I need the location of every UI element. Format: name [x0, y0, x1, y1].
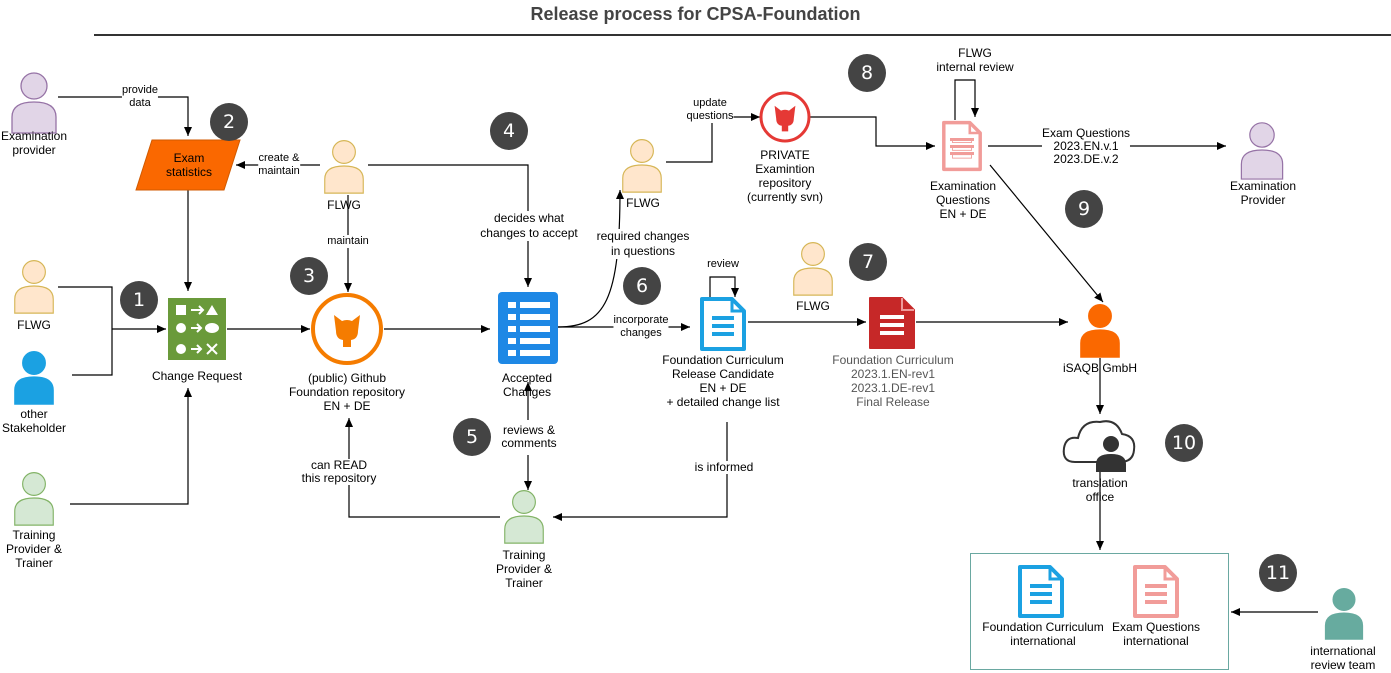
step-badge-11: 11: [1259, 554, 1297, 592]
release-candidate-doc-icon: [700, 297, 746, 351]
edge-label-provide-data: provide data: [121, 84, 159, 110]
training-left-label: Training Provider & Trainer: [5, 528, 63, 570]
edge-training-change-request: [70, 388, 192, 505]
questions-international-label: Exam Questions international: [1111, 620, 1201, 648]
change-request-label: Change Request: [151, 369, 243, 383]
training-left-icon: [14, 471, 54, 526]
edge-label-required-changes: required changes in questions: [596, 229, 690, 259]
edge-update-questions: [666, 113, 760, 163]
final-release-label: Foundation Curriculum 2023.1.EN-rev1 202…: [832, 353, 954, 409]
edge-label-is-informed: is informed: [694, 460, 754, 474]
examination-provider-left-label: Examination provider: [0, 129, 68, 157]
edge-label-maintain: maintain: [327, 235, 369, 248]
flwg-release-icon: [793, 241, 833, 296]
flwg-left-label: FLWG: [17, 318, 51, 332]
curriculum-international-doc-icon: [1018, 565, 1064, 618]
other-stakeholder-label: other Stakeholder: [1, 407, 67, 435]
edge-review-loop: [709, 276, 739, 298]
step-badge-4: 4: [490, 112, 528, 150]
private-repo-icon: [759, 91, 811, 143]
private-repo-label: PRIVATE Examintion repository (currently…: [746, 148, 824, 204]
examination-provider-right-label: Examination Provider: [1229, 179, 1297, 207]
step-badge-7: 7: [849, 243, 887, 281]
edge-can-read: [345, 418, 500, 518]
edge-label-reviews-comments: reviews & comments: [501, 423, 557, 450]
international-review-icon: [1324, 587, 1364, 640]
isaqb-label: iSAQB GmbH: [1062, 361, 1138, 375]
edge-required-changes: [557, 189, 624, 328]
edge-label-can-read: can READ this repository: [301, 458, 377, 485]
step-badge-3: 3: [290, 257, 328, 295]
edge-provide-data: [58, 96, 192, 136]
curriculum-international-label: Foundation Curriculum international: [982, 620, 1104, 648]
exam-statistics-label: Exam statistics: [165, 151, 213, 179]
step-badge-6: 6: [623, 267, 661, 305]
step-badge-10: 10: [1165, 424, 1203, 462]
page-title: Release process for CPSA-Foundation: [530, 4, 861, 24]
other-stakeholder-icon: [14, 350, 54, 405]
accepted-changes-icon: [498, 292, 558, 364]
flwg-update-icon: [622, 138, 662, 193]
final-release-doc-icon: [869, 297, 915, 349]
flwg-center-icon: [324, 139, 364, 194]
isaqb-icon: [1080, 303, 1120, 358]
step-badge-1: 1: [120, 281, 158, 319]
training-center-label: Training Provider & Trainer: [495, 548, 553, 590]
edge-label-decides: decides what changes to accept: [480, 211, 578, 241]
edge-flwg-stakeholder-bracket: [58, 286, 113, 376]
edge-label-internal-review: FLWG internal review: [936, 46, 1014, 74]
edge-private-exam-questions: [810, 116, 935, 150]
edge-label-exam-versions: Exam Questions 2023.EN.v.1 2023.DE.v.2: [1041, 126, 1131, 166]
edge-decides: [368, 164, 532, 287]
step-badge-2: 2: [210, 103, 248, 141]
training-center-icon: [504, 489, 544, 544]
step-badge-9: 9: [1065, 190, 1103, 228]
translation-office-label: translation office: [1072, 476, 1128, 504]
international-group-box: [970, 553, 1229, 670]
cloud-user-icon: [1062, 420, 1136, 472]
examination-questions-lines: [950, 138, 974, 155]
step-badge-8: 8: [848, 54, 886, 92]
flwg-left-icon: [14, 259, 54, 314]
edge-label-incorporate: incorporate changes: [613, 314, 669, 340]
edge-exam-questions-isaqb: [989, 164, 1104, 303]
flwg-update-label: FLWG: [626, 196, 660, 210]
examination-provider-left-icon: [11, 72, 57, 134]
examination-provider-right-icon: [1240, 122, 1284, 180]
flwg-release-label: FLWG: [796, 299, 830, 313]
edge-label-create-maintain: create & maintain: [258, 152, 300, 178]
github-repo-label: (public) Github Foundation repository EN…: [288, 371, 406, 413]
edge-label-update-questions: update questions: [686, 97, 734, 123]
step-badge-5: 5: [453, 418, 491, 456]
edge-label-review: review: [707, 258, 739, 271]
github-icon: [311, 293, 383, 365]
change-request-icon: [168, 298, 226, 360]
edge-internal-review: [954, 79, 979, 120]
exam-statistics-shape: [135, 139, 241, 191]
international-review-label: international review team: [1310, 644, 1376, 672]
title-rule: [94, 34, 1391, 36]
edge-is-informed: [553, 422, 728, 521]
flwg-center-label: FLWG: [327, 198, 361, 212]
questions-international-doc-icon: [1133, 565, 1179, 618]
accepted-changes-label: Accepted Changes: [501, 371, 553, 399]
examination-questions-label: Examination Questions EN + DE: [929, 179, 997, 221]
release-candidate-label: Foundation Curriculum Release Candidate …: [662, 353, 784, 409]
